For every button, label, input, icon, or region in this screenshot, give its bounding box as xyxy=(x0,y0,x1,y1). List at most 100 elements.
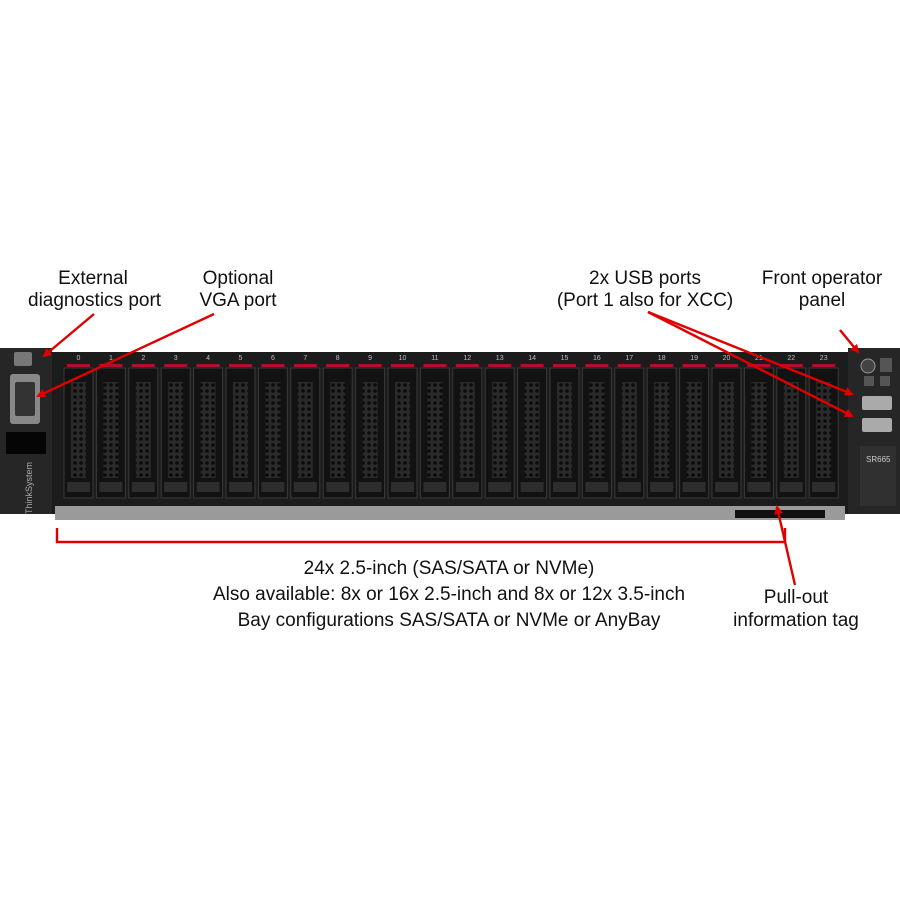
bay-accent xyxy=(747,364,771,367)
bay-grille xyxy=(686,382,702,478)
bay-release-handle[interactable] xyxy=(131,482,155,492)
bay-release-handle[interactable] xyxy=(747,482,771,492)
bay-grille xyxy=(362,382,378,478)
bay-number: 16 xyxy=(593,355,601,362)
drive-bay[interactable]: 8 xyxy=(322,355,353,499)
status-led-icon xyxy=(864,376,874,386)
drive-bay[interactable]: 16 xyxy=(581,355,612,499)
bay-number: 11 xyxy=(431,355,438,362)
bay-grille xyxy=(654,382,670,478)
drive-bays-label: 24x 2.5-inch (SAS/SATA or NVMe)Also avai… xyxy=(212,558,686,631)
drive-bay[interactable]: 23 xyxy=(808,355,839,499)
bay-release-handle[interactable] xyxy=(682,482,706,492)
drive-bay[interactable]: 7 xyxy=(290,355,321,499)
drive-bay[interactable]: 20 xyxy=(711,355,742,499)
bay-grille xyxy=(783,382,799,478)
usb-port-1[interactable] xyxy=(862,396,892,410)
bay-number: 7 xyxy=(303,355,307,362)
bay-release-handle[interactable] xyxy=(488,482,512,492)
bay-release-handle[interactable] xyxy=(358,482,382,492)
bay-release-handle[interactable] xyxy=(99,482,123,492)
bay-accent xyxy=(229,364,252,367)
bay-grille xyxy=(427,382,443,478)
bay-number: 15 xyxy=(561,355,569,362)
bay-number: 12 xyxy=(463,355,471,362)
bay-accent xyxy=(99,364,123,367)
bay-accent xyxy=(585,364,609,367)
bay-accent xyxy=(812,364,836,367)
bay-release-handle[interactable] xyxy=(196,482,220,492)
bay-release-handle[interactable] xyxy=(617,482,641,492)
drive-bay[interactable]: 10 xyxy=(387,355,418,499)
bay-accent xyxy=(423,364,447,367)
bay-release-handle[interactable] xyxy=(423,482,447,492)
bay-accent xyxy=(131,364,155,367)
drive-bay[interactable]: 13 xyxy=(484,355,515,499)
drive-bay[interactable]: 2 xyxy=(128,355,159,499)
bay-release-handle[interactable] xyxy=(261,482,285,492)
bay-accent xyxy=(715,364,738,367)
left-rack-ear: ThinkSystem xyxy=(0,348,52,514)
bay-number: 9 xyxy=(368,355,372,362)
drive-bay[interactable]: 5 xyxy=(225,355,256,499)
id-button-icon[interactable] xyxy=(880,358,892,372)
bay-number: 1 xyxy=(109,355,113,362)
bay-accent xyxy=(455,364,479,367)
drive-bay[interactable]: 17 xyxy=(614,355,645,499)
bay-number: 23 xyxy=(820,355,828,362)
bay-accent xyxy=(261,364,285,367)
bay-grille xyxy=(524,382,540,478)
bay-number: 17 xyxy=(625,355,633,362)
drive-bay[interactable]: 19 xyxy=(679,355,710,499)
bay-grille xyxy=(265,382,281,478)
bay-number: 3 xyxy=(174,355,178,362)
bay-release-handle[interactable] xyxy=(585,482,609,492)
bay-release-handle[interactable] xyxy=(229,482,252,492)
bay-grille xyxy=(330,382,346,478)
bay-grille xyxy=(621,382,637,478)
bay-number: 0 xyxy=(77,355,81,362)
drive-bay[interactable]: 9 xyxy=(355,355,386,499)
bay-release-handle[interactable] xyxy=(391,482,414,492)
bay-accent xyxy=(326,364,350,367)
power-button-icon[interactable] xyxy=(860,358,876,374)
bay-release-handle[interactable] xyxy=(326,482,350,492)
usb-port-2[interactable] xyxy=(862,418,892,432)
bay-release-handle[interactable] xyxy=(553,482,576,492)
bay-release-handle[interactable] xyxy=(455,482,479,492)
bay-release-handle[interactable] xyxy=(715,482,738,492)
bay-accent xyxy=(682,364,706,367)
drive-bay[interactable]: 4 xyxy=(193,355,224,499)
drive-bay[interactable]: 21 xyxy=(743,355,774,499)
bay-release-handle[interactable] xyxy=(779,482,803,492)
bay-grille xyxy=(103,382,119,478)
bay-number: 5 xyxy=(239,355,243,362)
drive-bay[interactable]: 0 xyxy=(63,355,94,499)
drive-bay[interactable]: 14 xyxy=(517,355,548,499)
drive-bay[interactable]: 11 xyxy=(419,355,450,499)
diagnostics-port[interactable] xyxy=(14,352,32,366)
drive-bay[interactable]: 18 xyxy=(646,355,677,499)
pull-out-info-tag[interactable] xyxy=(735,510,825,518)
bay-release-handle[interactable] xyxy=(650,482,674,492)
drive-bay[interactable]: 3 xyxy=(160,355,191,499)
bay-number: 14 xyxy=(528,355,536,362)
bay-number: 10 xyxy=(399,355,407,362)
drive-bay[interactable]: 6 xyxy=(257,355,288,499)
bay-release-handle[interactable] xyxy=(293,482,317,492)
drive-bay[interactable]: 15 xyxy=(549,355,580,499)
bay-number: 20 xyxy=(723,355,731,362)
drive-bay[interactable]: 1 xyxy=(95,355,126,499)
drive-bay[interactable]: 12 xyxy=(452,355,483,499)
bay-release-handle[interactable] xyxy=(520,482,544,492)
bay-release-handle[interactable] xyxy=(67,482,90,492)
drive-bay[interactable]: 22 xyxy=(776,355,807,499)
bay-release-handle[interactable] xyxy=(812,482,836,492)
bay-accent xyxy=(293,364,317,367)
bay-release-handle[interactable] xyxy=(164,482,188,492)
bay-grille xyxy=(297,382,313,478)
